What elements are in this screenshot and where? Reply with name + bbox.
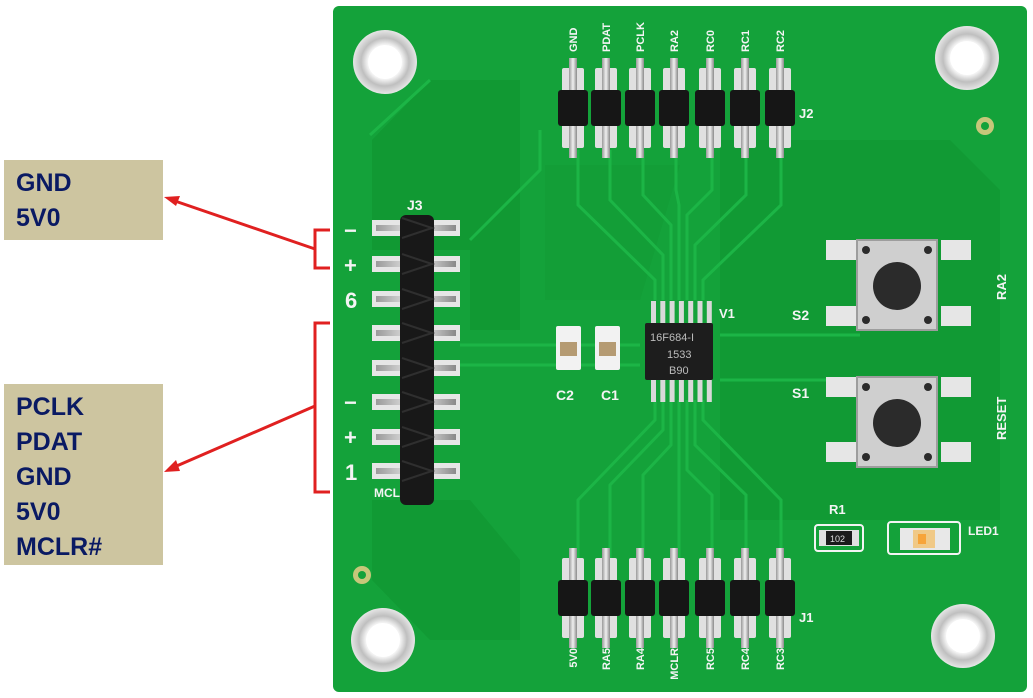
callout-line: 5V0	[16, 498, 61, 526]
mclr-label: MCL	[374, 486, 400, 500]
chip-ref: V1	[719, 306, 735, 321]
header-pin	[591, 58, 621, 158]
header-ref: J2	[799, 106, 813, 121]
capacitor-label: C2	[556, 387, 574, 403]
header-pin	[730, 58, 760, 158]
pin-label: RC4	[740, 647, 752, 670]
chip-marking: 1533	[667, 349, 691, 361]
switch-net-label: RESET	[994, 397, 1009, 440]
header-pin	[591, 548, 621, 648]
pin-label: 5V0	[568, 648, 580, 668]
callout-line: 5V0	[16, 204, 61, 232]
pin-mark: 1	[345, 460, 357, 485]
callout-line: PDAT	[16, 428, 83, 456]
header-pin	[558, 58, 588, 158]
callout-programming-pins: PCLK PDAT GND 5V0 MCLR#	[4, 384, 163, 565]
pcb-pour	[372, 500, 520, 640]
led1: LED1	[887, 521, 999, 555]
header-j1: 5V0 RA5 RA4 MCLR RC5 RC4 RC3	[558, 548, 795, 680]
callout-line: PCLK	[16, 393, 85, 421]
callout-power-pins: GND 5V0	[4, 160, 163, 240]
header-pin	[625, 548, 655, 648]
capacitor-c1: C1	[595, 326, 620, 403]
header-pin	[695, 548, 725, 648]
header-pin	[659, 548, 689, 648]
pin-mark: 6	[345, 288, 357, 313]
header-pin	[695, 58, 725, 158]
callout-line: GND	[16, 169, 72, 197]
callout-line: GND	[16, 463, 72, 491]
annotation-arrows	[171, 198, 330, 494]
pin-label: RA2	[669, 30, 681, 52]
header-ref: J3	[407, 197, 423, 213]
pushbutton-s2: S2 RA2	[792, 239, 1009, 331]
header-body	[400, 215, 434, 505]
mounting-holes	[351, 26, 999, 672]
pin-label: PCLK	[635, 22, 647, 52]
pcb-pour	[372, 80, 520, 330]
pin-label: RC2	[775, 30, 787, 52]
header-pin	[558, 548, 588, 648]
header-pin	[765, 548, 795, 648]
pin-mark: −	[344, 390, 357, 415]
pin-label: RC5	[705, 648, 717, 670]
pin-label: RC0	[705, 30, 717, 52]
pin-label: GND	[568, 28, 580, 53]
capacitor-c2: C2	[556, 326, 581, 403]
resistor-r1: R1 102	[814, 502, 864, 552]
chip-marking: 16F684-I	[650, 332, 694, 344]
arrowhead	[164, 196, 180, 206]
pin-mark: +	[344, 253, 357, 278]
header-pin	[659, 58, 689, 158]
header-pin	[765, 58, 795, 158]
pin-label: RC1	[740, 30, 752, 52]
switch-label: S2	[792, 307, 809, 323]
header-ref: J1	[799, 610, 813, 625]
pushbutton-s1: S1 RESET	[792, 376, 1009, 468]
pcb-traces	[368, 78, 860, 560]
microcontroller-chip: 16F684-I 1533 B90 V1	[645, 301, 735, 402]
pin-label: RA4	[635, 647, 647, 670]
pin-label: RC3	[775, 648, 787, 670]
switch-net-label: RA2	[994, 274, 1009, 300]
resistor-label: R1	[829, 502, 846, 517]
switch-label: S1	[792, 385, 809, 401]
pin-mark: +	[344, 425, 357, 450]
led-label: LED1	[968, 524, 999, 538]
resistor-value: 102	[830, 534, 845, 544]
pin-label: RA5	[601, 648, 613, 670]
callout-line: MCLR#	[16, 533, 103, 561]
capacitor-label: C1	[601, 387, 619, 403]
header-pin	[730, 548, 760, 648]
header-j2: GND PDAT PCLK RA2 RC0 RC1 RC2	[558, 22, 795, 158]
chip-marking: B90	[669, 365, 689, 377]
header-j3	[372, 215, 460, 505]
arrowhead	[164, 460, 180, 472]
j3-silkscreen: J3 − + 6 − + 1 MCL	[344, 197, 423, 500]
pin-mark: −	[344, 218, 357, 243]
header-pin	[625, 58, 655, 158]
pin-label: PDAT	[601, 23, 613, 52]
pin-label: MCLR	[669, 648, 681, 680]
